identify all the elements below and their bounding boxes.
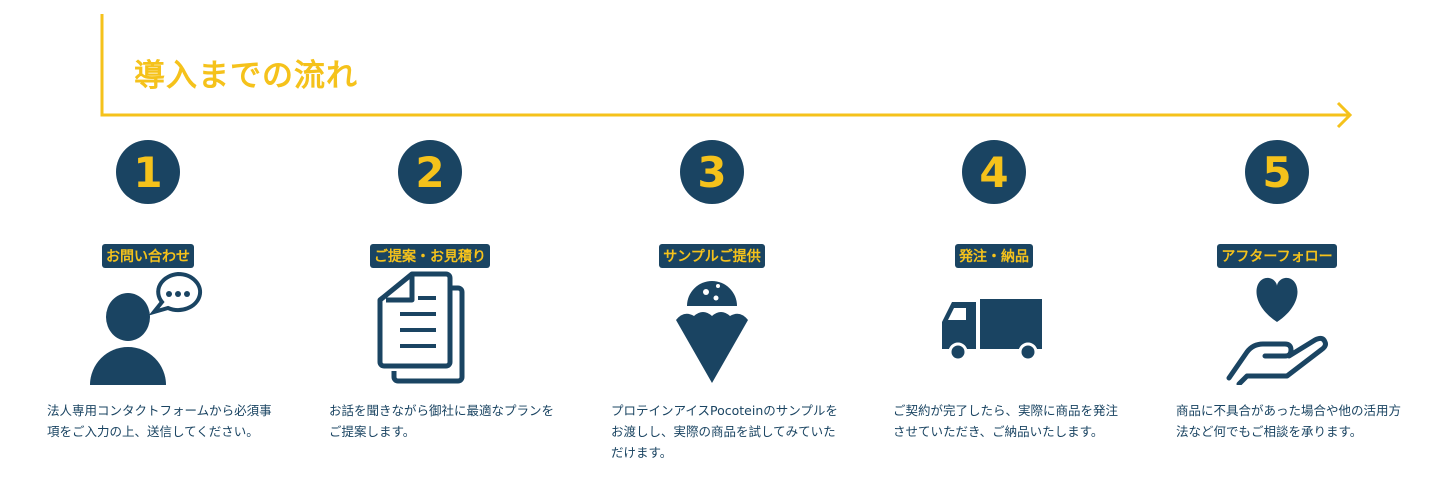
flow-arrow	[100, 14, 1353, 129]
step-number: 3	[680, 140, 744, 204]
step-label: ご提案・お見積り	[370, 244, 490, 268]
step-description: プロテインアイスPocoteinのサンプルをお渡しし、実際の商品を試してみていた…	[611, 403, 838, 460]
section-title: 導入までの流れ	[134, 58, 358, 94]
step-label: 発注・納品	[955, 244, 1033, 268]
step-description: 商品に不具合があった場合や他の活用方法など何でもご相談を承ります。	[1176, 403, 1402, 439]
step-number: 5	[1245, 140, 1309, 204]
step-label: お問い合わせ	[102, 244, 194, 268]
step-number: 4	[962, 140, 1026, 204]
step-label: アフターフォロー	[1217, 244, 1337, 268]
person-chat-icon	[90, 271, 203, 385]
step-description: 法人専用コンタクトフォームから必須事項をご入力の上、送信してください。	[47, 403, 272, 439]
ice-cream-icon	[676, 281, 748, 383]
truck-icon	[942, 299, 1042, 362]
step-number: 1	[116, 140, 180, 204]
step-label: サンプルご提供	[659, 244, 765, 268]
heart-hand-icon	[1226, 277, 1328, 385]
step-description: ご契約が完了したら、実際に商品を発注させていただき、ご納品いたします。	[893, 403, 1119, 439]
documents-icon	[377, 271, 465, 384]
step-description: お話を聞きながら御社に最適なプランをご提案します。	[329, 403, 555, 439]
step-number: 2	[398, 140, 462, 204]
